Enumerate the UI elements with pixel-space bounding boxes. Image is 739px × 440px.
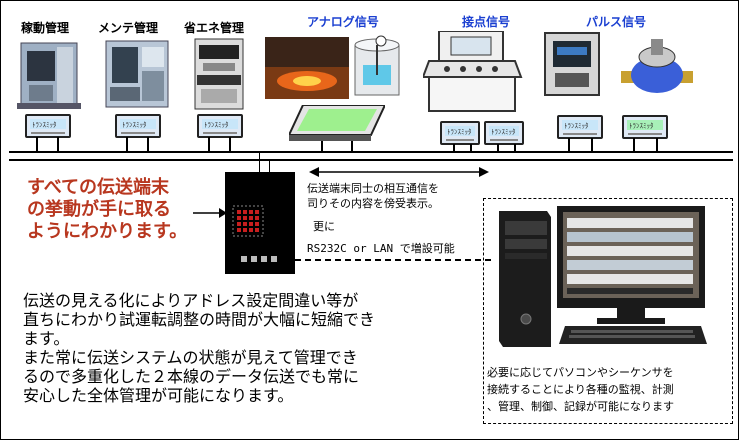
expansion-dashed-line: [295, 259, 491, 261]
control-console-image: [423, 31, 523, 112]
monitor-drop: [269, 159, 270, 173]
pc-description-line: 必要に応じてパソコンやシーケンサを: [487, 366, 674, 379]
terminal-label: ﾄﾗﾝｽﾐｯﾀ: [122, 121, 147, 129]
inter-comm-line: 伝送端末同士の相互通信を: [307, 182, 439, 195]
drop-line: [568, 138, 570, 153]
transmission-terminal: ﾄﾗﾝｽﾐｯﾀ: [484, 121, 524, 145]
drop-line: [497, 144, 499, 153]
drop-line: [470, 144, 472, 153]
drop-line: [147, 137, 149, 153]
terminal-label: ﾄﾗﾝｽﾐｯﾀ: [491, 128, 516, 136]
terminal-label: ﾄﾗﾝｽﾐｯﾀ: [204, 121, 229, 129]
drop-line: [656, 138, 658, 153]
drop-line: [591, 138, 593, 153]
water-meter-image: [621, 39, 693, 93]
transmission-terminal: ﾄﾗﾝｽﾐｯﾀ: [197, 114, 243, 138]
analog-panel-image: [289, 105, 385, 141]
drop-line: [633, 138, 635, 153]
drop-line: [229, 137, 231, 153]
bus-line: [9, 151, 733, 153]
transmission-terminal: ﾄﾗﾝｽﾐｯﾀ: [622, 115, 668, 139]
expand-line1: 更に: [313, 220, 335, 233]
label-pulse-signal: パルス信号: [586, 15, 647, 29]
drop-line: [36, 137, 38, 153]
terminal-label: ﾄﾗﾝｽﾐｯﾀ: [629, 122, 654, 130]
label-operation-mgmt: 稼動管理: [21, 21, 70, 35]
transmission-terminal: ﾄﾗﾝｽﾐｯﾀ: [25, 114, 71, 138]
drop-line: [57, 137, 59, 153]
power-meter-image: [544, 32, 600, 96]
double-arrow: [309, 167, 489, 177]
machining-center-image: [17, 42, 81, 109]
drop-line: [321, 141, 323, 153]
furnace-image: [265, 37, 349, 99]
label-energy-mgmt: 省エネ管理: [184, 21, 245, 35]
transmission-terminal: ﾄﾗﾝｽﾐｯﾀ: [440, 121, 480, 145]
main-description-line: ます。: [23, 329, 70, 348]
monitor-drop: [259, 151, 260, 173]
main-description-line: 伝送の見える化によりアドレス設定間違い等が: [23, 291, 359, 310]
drop-line: [351, 141, 353, 153]
terminal-label: ﾄﾗﾝｽﾐｯﾀ: [32, 121, 57, 129]
drop-line: [208, 137, 210, 153]
terminal-label: ﾄﾗﾝｽﾐｯﾀ: [564, 122, 589, 130]
main-description-line: 直ちにわかり試運転調整の時間が大幅に短縮でき: [23, 310, 376, 329]
label-contact-signal: 接点信号: [462, 15, 511, 29]
label-maintenance-mgmt: メンテ管理: [98, 21, 159, 35]
pc-tower-image: [499, 211, 551, 347]
label-analog-signal: アナログ信号: [307, 15, 379, 29]
terminal-label: ﾄﾗﾝｽﾐｯﾀ: [447, 128, 472, 136]
drop-line: [514, 144, 516, 153]
pointer-arrow: [193, 208, 227, 218]
main-description: 伝送の見える化によりアドレス設定間違い等が 直ちにわかり試運転調整の時間が大幅に…: [23, 291, 375, 405]
pc-description-line: 、管理、制御、記録が可能になります: [487, 400, 674, 413]
inter-comm-line: 司りその内容を傍受表示。: [307, 197, 439, 210]
drop-line: [453, 144, 455, 153]
bus-line: [9, 159, 733, 161]
red-note-line: ようにわかります。: [27, 221, 188, 242]
transmission-monitor-unit: [225, 172, 295, 274]
pc-description-line: 接続することにより各種の監視、計測: [487, 383, 674, 396]
lathe-machine-image: [194, 38, 244, 110]
cnc-machine-image: [105, 40, 169, 108]
drop-line: [126, 137, 128, 153]
pc-monitor-image: [557, 206, 707, 344]
tank-image: [354, 35, 400, 96]
red-note-line: の挙動が手に取る: [27, 199, 171, 220]
red-note: すべての伝送端末 の挙動が手に取る ようにわかります。: [27, 177, 187, 243]
inter-comm-text: 伝送端末同士の相互通信を 司りその内容を傍受表示。: [307, 181, 439, 211]
expand-line2: RS232C or LAN で増設可能: [307, 242, 455, 255]
pc-description: 必要に応じてパソコンやシーケンサを 接続することにより各種の監視、計測 、管理、…: [487, 364, 674, 415]
red-note-line: すべての伝送端末: [27, 177, 170, 198]
pc-expansion-box: [483, 198, 733, 424]
transmission-terminal: ﾄﾗﾝｽﾐｯﾀ: [115, 114, 161, 138]
main-description-line: 安心した全体管理が可能になります。: [23, 386, 294, 405]
transmission-terminal: ﾄﾗﾝｽﾐｯﾀ: [557, 115, 603, 139]
main-description-line: また常に伝送システムの状態が見えて管理でき: [23, 348, 358, 367]
main-description-line: るので多重化した２本線のデータ伝送でも常に: [23, 367, 360, 386]
